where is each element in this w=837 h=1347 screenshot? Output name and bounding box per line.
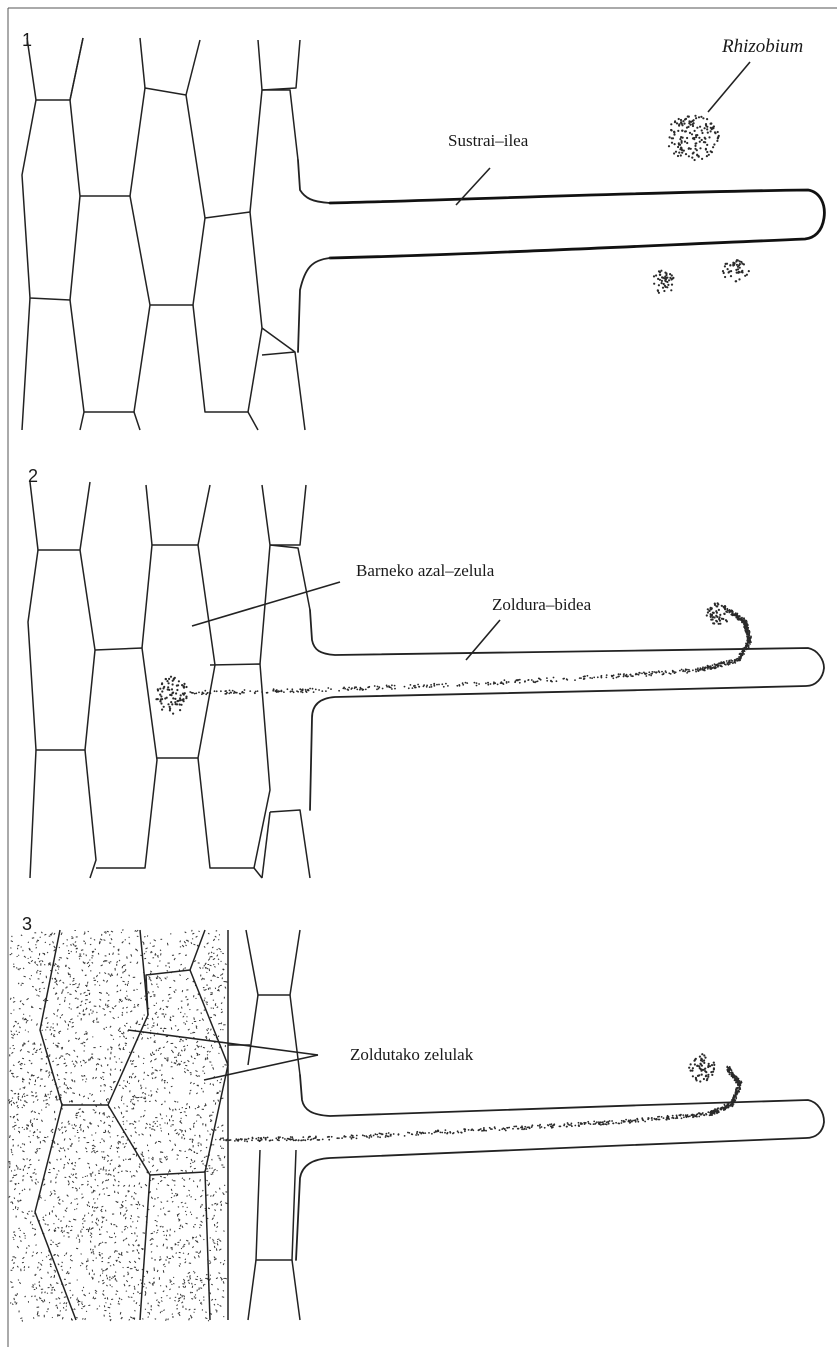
rhizobium-cluster bbox=[653, 270, 675, 294]
panel-1-cell-wall-network bbox=[22, 38, 305, 430]
panel-2-cell-wall-network bbox=[28, 482, 310, 878]
nodule-cells-label: Zoldutako zelulak bbox=[350, 1045, 474, 1064]
cortex-cell-label: Barneko azal–zelula bbox=[356, 561, 495, 580]
infection-thread bbox=[189, 608, 752, 695]
rhizobium-label: Rhizobium bbox=[721, 36, 803, 57]
infection-thread-label: Zoldura–bidea bbox=[492, 595, 592, 614]
nodule-cell-stipple bbox=[8, 929, 228, 1322]
root-hair-label: Sustrai–ilea bbox=[448, 131, 529, 150]
panel-1-root-hair bbox=[298, 160, 824, 352]
panel-3-root-hair bbox=[296, 1075, 824, 1260]
rhizobium-cluster bbox=[155, 676, 187, 715]
rhizobium-cluster bbox=[668, 115, 720, 161]
rhizobium-cluster bbox=[688, 1053, 715, 1083]
rhizobium-cluster bbox=[706, 602, 728, 625]
panel-3-number: 3 bbox=[22, 914, 32, 934]
infection-thread-leader-line bbox=[466, 620, 500, 660]
rhizobium-leader-line bbox=[708, 62, 750, 112]
panel-1: 1 bbox=[22, 30, 824, 430]
panel-3: 3 Zoldutako zelulak bbox=[8, 914, 824, 1322]
rhizobium-cluster bbox=[722, 259, 750, 282]
panel-2: 2 Barneko az bbox=[28, 466, 824, 878]
